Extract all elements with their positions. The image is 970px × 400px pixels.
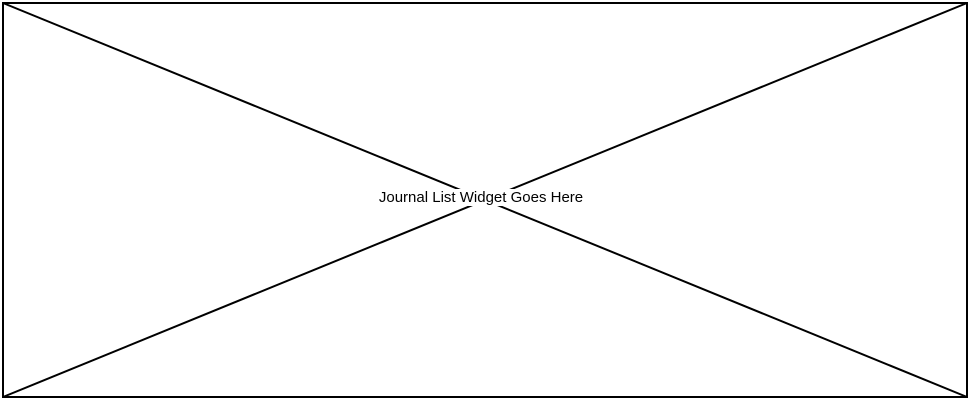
placeholder-label-wrap: Journal List Widget Goes Here <box>0 186 962 210</box>
placeholder-label: Journal List Widget Goes Here <box>370 189 592 206</box>
